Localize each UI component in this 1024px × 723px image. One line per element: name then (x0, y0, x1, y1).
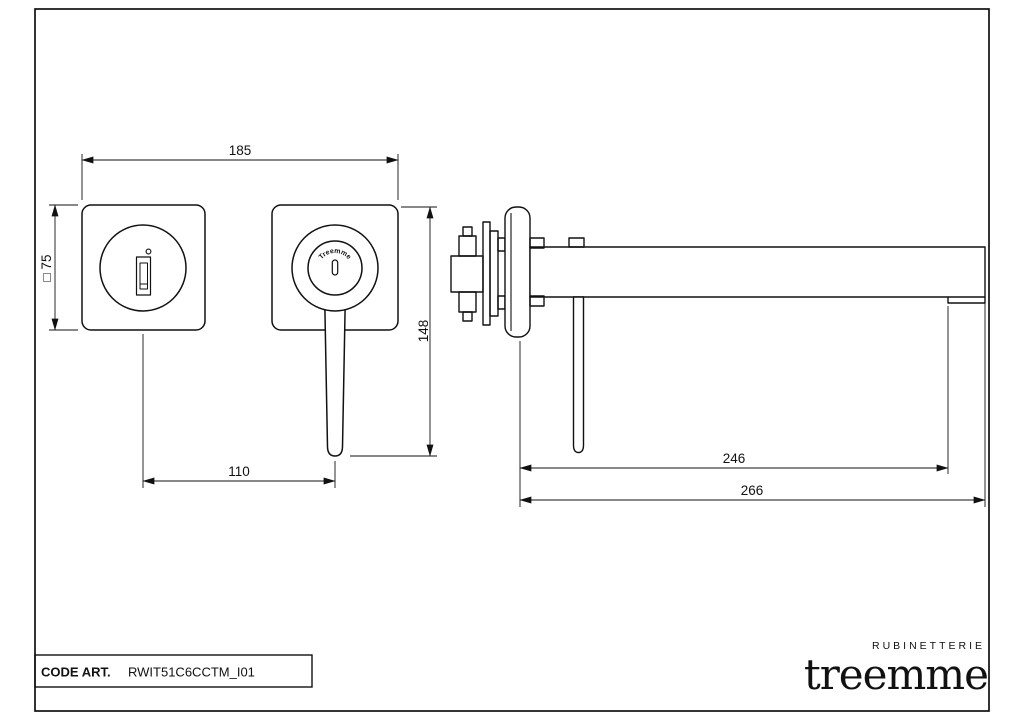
spout-body (529, 246, 986, 298)
brand-logo: RUBINETTERIE treemme (804, 640, 989, 699)
dim-total-label: 266 (741, 483, 764, 498)
lever-handle-side (572, 296, 585, 454)
right-rosette-inner (307, 240, 363, 296)
dim-height-label: 148 (416, 320, 431, 343)
mounting-lug-top (497, 237, 506, 252)
cartridge-pin (145, 248, 152, 255)
handle-slot (331, 259, 339, 276)
dim-square-label: □ 75 (39, 255, 54, 282)
mounting-lug-bottom (497, 295, 506, 310)
dim-spacing-label: 110 (228, 464, 250, 479)
side-view (450, 206, 986, 454)
code-art-label: CODE ART. (41, 665, 111, 680)
valve-screw-bottom-head (462, 311, 473, 322)
page-frame (34, 8, 990, 712)
article-code: RWIT51C6CCTM_I01 (128, 665, 255, 680)
escutcheon-side (504, 206, 531, 338)
dim-width-label: 185 (229, 143, 252, 158)
aerator-step (947, 297, 986, 304)
dimension-lines (49, 154, 986, 507)
valve-screw-top-head (462, 226, 473, 237)
left-rosette (99, 224, 187, 312)
front-view (81, 204, 399, 457)
title-block: CODE ART. RWIT51C6CCTM_I01 (41, 665, 255, 680)
valve-body (450, 255, 484, 293)
left-plate-outline (81, 204, 206, 331)
brand-subtitle: RUBINETTERIE (872, 640, 985, 652)
valve-screw-top (458, 235, 477, 257)
dimension-labels: 185 □ 75 148 110 246 266 (39, 143, 763, 498)
cartridge-slot-outer (135, 256, 152, 296)
valve-screw-bottom (458, 291, 477, 313)
cartridge-slot-inner (139, 262, 148, 290)
handle-top-tab (568, 237, 585, 248)
brand-wordmark: treemme (804, 650, 988, 699)
spout-lug-top (529, 237, 545, 249)
mounting-flange-outer (482, 221, 491, 326)
spout-lug-bottom (529, 295, 545, 307)
dim-reach-label: 246 (723, 451, 746, 466)
lever-handle-front (323, 287, 347, 457)
mounting-flange-inner (489, 230, 499, 317)
